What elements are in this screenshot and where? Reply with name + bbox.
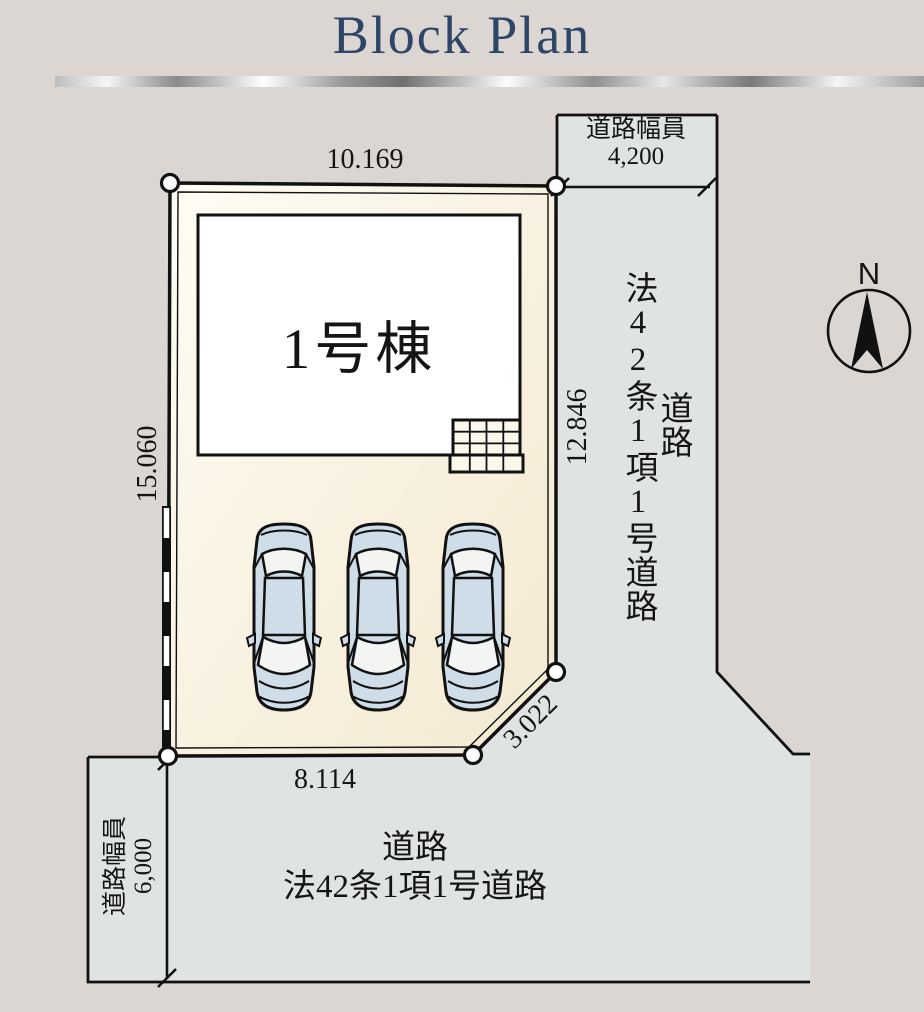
east-road-width-label: 道路幅員 4,200 xyxy=(565,116,707,170)
east-road-name-primary: 道路 xyxy=(655,391,691,459)
dimension-top: 10.169 xyxy=(326,144,404,175)
south-road-name-label: 道路 法42条1項1号道路 xyxy=(213,829,617,907)
east-road-width-caption: 道路幅員 xyxy=(585,116,686,143)
terrace-grid xyxy=(448,418,525,474)
metallic-divider-bar xyxy=(55,76,924,87)
east-road-name-secondary: 法42条1項1号道路 xyxy=(620,271,656,623)
road-area xyxy=(88,115,810,982)
south-road-width-label: 道路幅員 6,000 xyxy=(102,786,158,946)
south-road-width-value: 6,000 xyxy=(130,837,157,895)
building-label: 1号棟 xyxy=(281,318,437,381)
car-1 xyxy=(245,522,323,712)
page-title: Block Plan xyxy=(332,5,592,65)
south-road-width-caption: 道路幅員 xyxy=(102,816,129,917)
plot-inner-line xyxy=(175,191,549,749)
dimension-right: 12.846 xyxy=(562,388,593,466)
south-road-name-line1: 道路 xyxy=(382,830,448,866)
corner-markers xyxy=(157,172,567,767)
south-road-name-line2: 法42条1項1号道路 xyxy=(283,869,547,905)
north-compass-icon xyxy=(826,288,912,374)
car-3 xyxy=(434,522,512,712)
dimension-left: 15.060 xyxy=(132,425,163,503)
east-road-width-value: 4,200 xyxy=(607,143,665,170)
compass-north-label: N xyxy=(857,256,881,291)
dimension-bottom: 8.114 xyxy=(294,764,356,795)
road-border-lines xyxy=(86,113,810,984)
car-2 xyxy=(339,522,417,712)
building-outline xyxy=(196,213,522,457)
